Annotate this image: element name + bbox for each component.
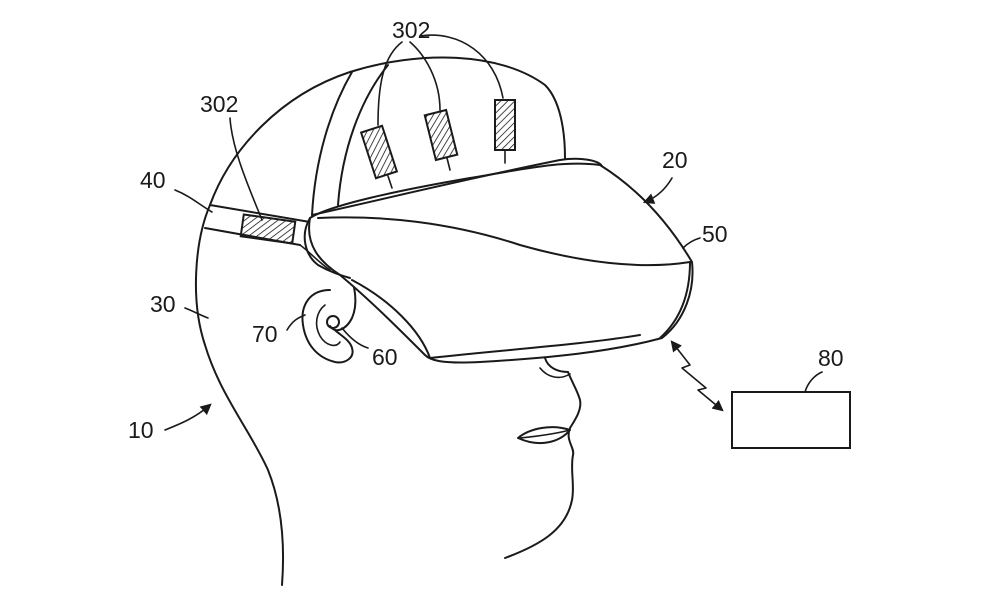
label-80: 80: [818, 345, 844, 371]
leader-302-top-1: [377, 41, 403, 126]
label-302-top: 302: [392, 17, 430, 43]
leader-30: [184, 307, 209, 319]
nose: [539, 367, 571, 379]
display-unit-rear: [303, 217, 351, 279]
leader-302-side: [229, 117, 263, 221]
head-back-outline: [194, 204, 285, 586]
leader-70: [286, 314, 306, 331]
label-40: 40: [140, 167, 166, 193]
strap-edge: [299, 244, 331, 271]
sensor-302-dome-3: [494, 99, 516, 164]
leader-302-top-3: [419, 34, 504, 99]
leader-60: [341, 327, 369, 349]
lightning-zigzag-arrow-icon: [670, 340, 724, 412]
sensor-302-dome-1: [359, 124, 399, 189]
arrow-10: [164, 403, 212, 431]
label-20: 20: [662, 147, 688, 173]
head-strap-band: [311, 71, 353, 216]
label-302-side: 302: [200, 91, 238, 117]
display-unit-bottom: [351, 279, 431, 359]
display-unit-body: [308, 162, 694, 364]
earphone: [326, 315, 340, 329]
display-unit-bottom-edge: [429, 334, 641, 359]
label-60: 60: [372, 344, 398, 370]
display-unit-front: [659, 261, 691, 339]
leader-80: [804, 371, 823, 393]
head-strap-dome: [209, 56, 566, 206]
lips-line: [519, 429, 571, 439]
label-10: 10: [128, 417, 154, 443]
leader-50: [682, 237, 701, 249]
leader-302-top-2: [409, 41, 441, 111]
display-unit-top-edge: [311, 157, 603, 216]
label-70: 70: [252, 321, 278, 347]
sensor-302-side: [239, 213, 297, 245]
arrow-20: [642, 177, 673, 204]
label-50: 50: [702, 221, 728, 247]
face-profile: [504, 357, 582, 559]
external-device-box: [731, 391, 851, 449]
display-unit-crease: [317, 216, 691, 267]
sensor-302-dome-2: [423, 108, 459, 171]
head-strap-band-inner: [337, 64, 389, 206]
leader-40: [174, 189, 213, 213]
ear: [301, 289, 354, 364]
label-30: 30: [150, 291, 176, 317]
ear-inner: [315, 304, 341, 347]
